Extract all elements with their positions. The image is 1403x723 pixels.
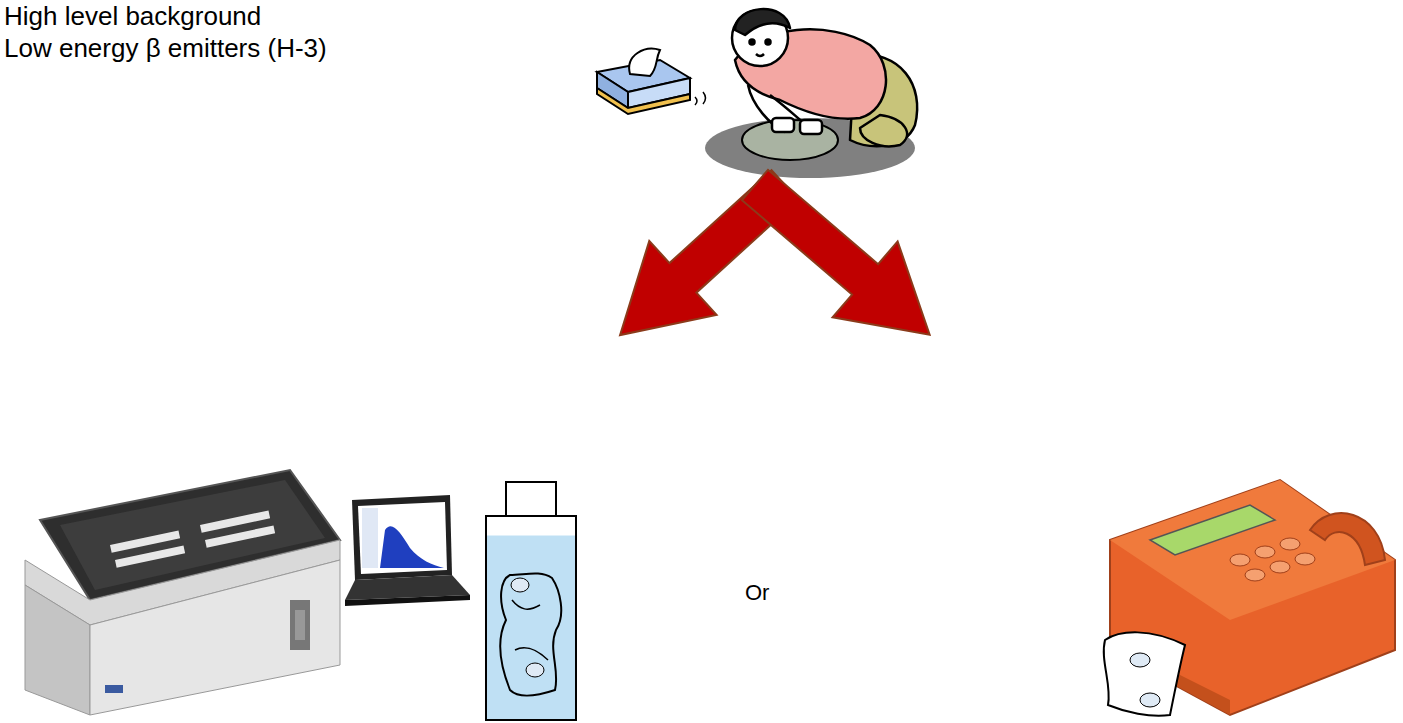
tissue-box xyxy=(597,49,706,114)
laptop xyxy=(345,495,470,606)
person-wiping xyxy=(732,9,917,146)
vial xyxy=(486,482,576,720)
red-arrow xyxy=(586,148,818,372)
red-arrow xyxy=(722,147,962,373)
wipe xyxy=(1104,632,1185,715)
scintillation-counter xyxy=(25,470,340,715)
bullet-text: High level background xyxy=(4,2,261,32)
bullet-text: Low energy β emitters (H-3) xyxy=(4,34,327,64)
choice-word: Or xyxy=(745,580,769,605)
